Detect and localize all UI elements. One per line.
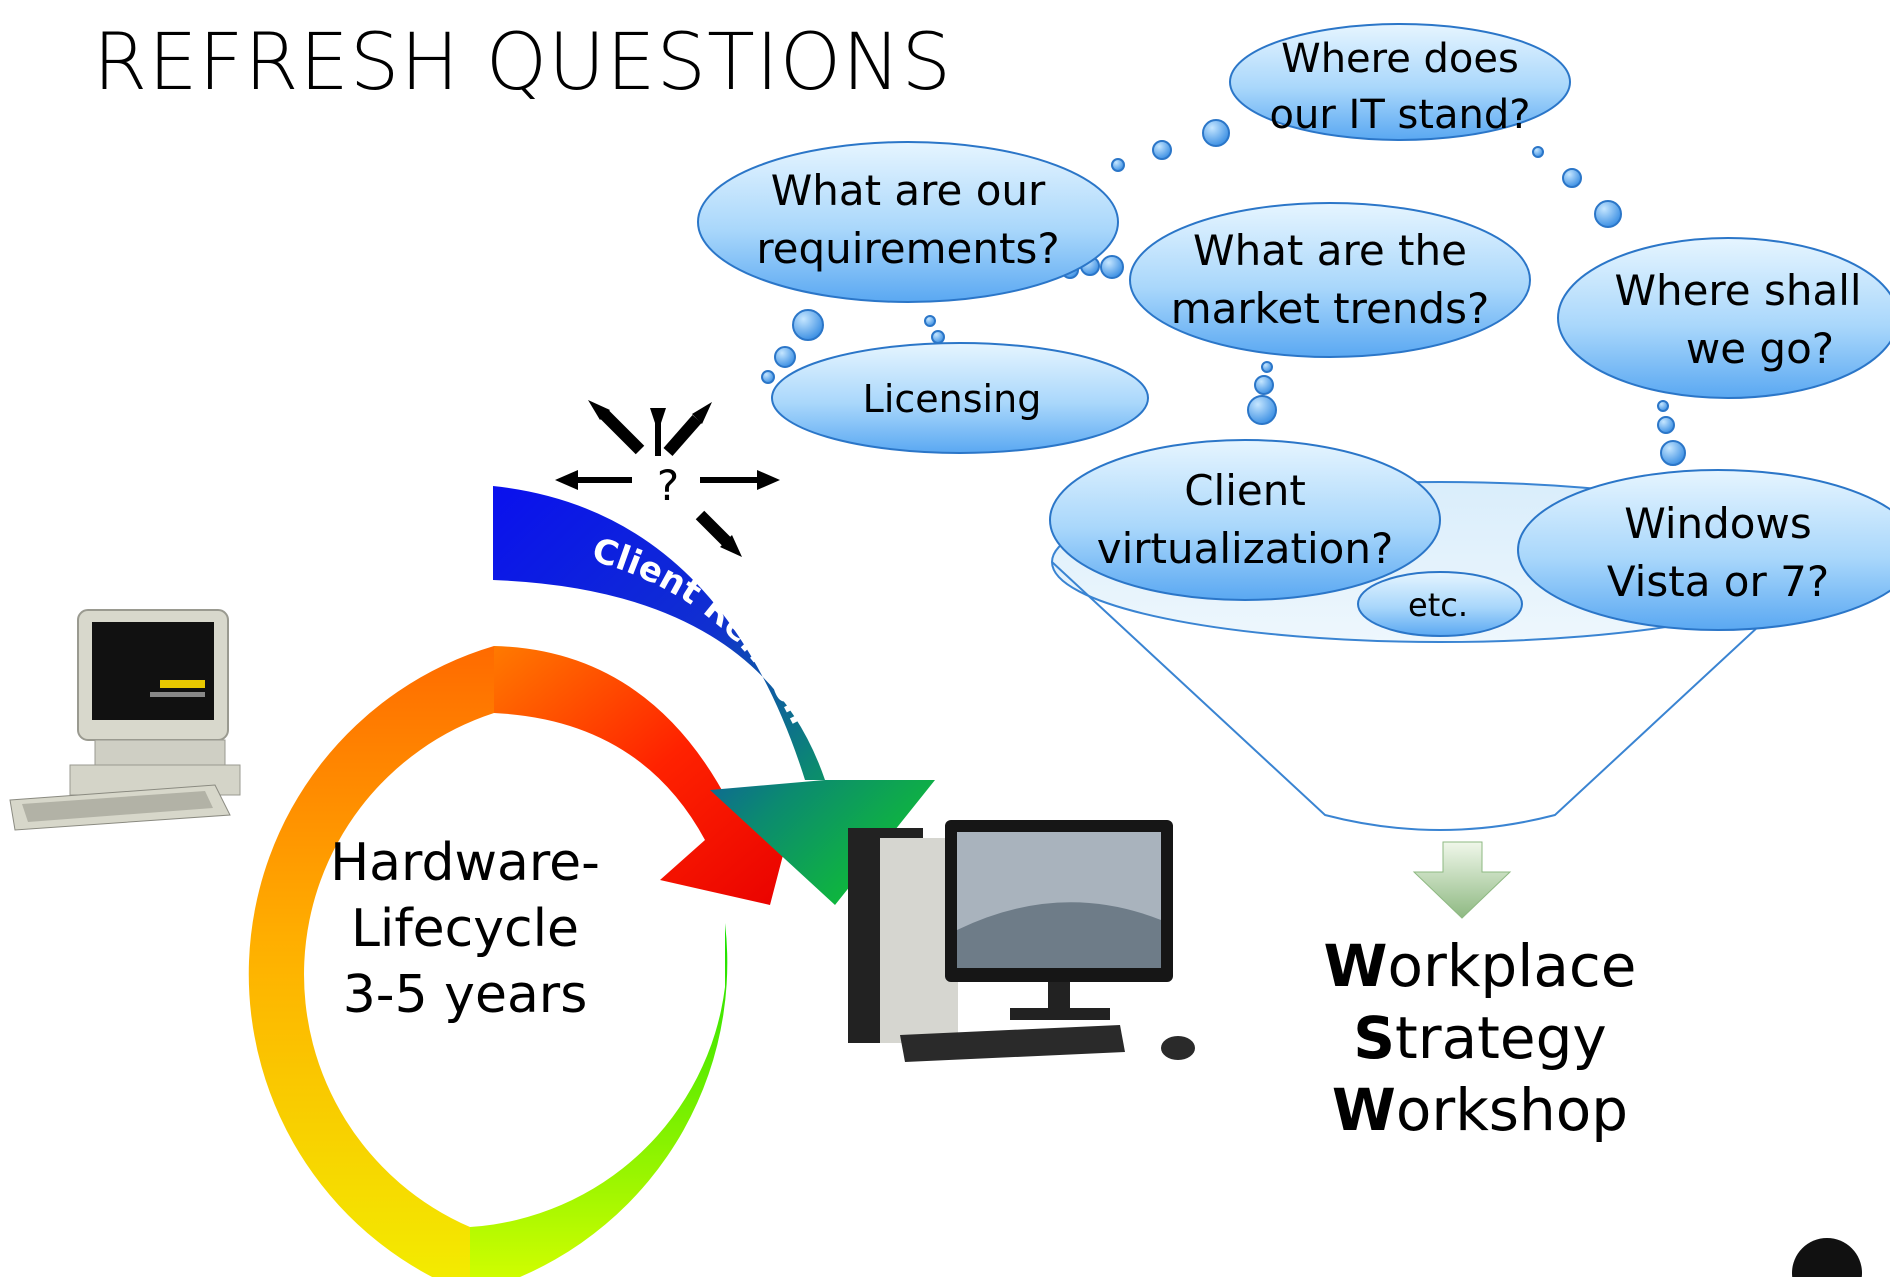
workshop-line1: Workplace [1323,932,1637,1000]
cloud-requirements: What are our requirements? [697,141,1119,303]
lifecycle-line2: Lifecycle [350,899,580,959]
workshop-line2: Strategy [1353,1004,1607,1072]
burst-arrows [555,400,780,557]
cloud-windows-line1: Windows [1624,499,1811,548]
cloud-where-go: Where shall we go? [1557,237,1890,399]
cloud-requirements-line2: requirements? [756,224,1059,273]
cloud-market-trends-line1: What are the [1193,226,1467,275]
cloud-licensing: Licensing [771,342,1149,454]
new-computer-image [848,820,1195,1062]
burst-question-mark: ? [657,461,679,510]
down-arrow-icon [1412,841,1512,919]
cloud-licensing-label: Licensing [863,377,1042,421]
burst-arrow-left [555,470,578,490]
cloud-where-it-stands: Where does our IT stand? [1229,23,1571,141]
cloud-virtualization-line1: Client [1184,466,1306,515]
cloud-windows-line2: Vista or 7? [1607,557,1829,606]
ring-right-segment [470,923,728,1277]
cloud-where-it-stands-line2: our IT stand? [1270,92,1531,138]
old-computer-image [9,609,241,831]
cloud-where-go-line1: Where shall [1614,266,1861,315]
lifecycle-line1: Hardware- [330,833,600,893]
cloud-windows: Windows Vista or 7? [1517,469,1890,631]
cloud-market-trends: What are the market trends? [1129,202,1531,358]
cloud-virtualization: Client virtualization? [1049,439,1441,601]
cloud-virtualization-line2: virtualization? [1097,524,1393,573]
lifecycle-ring [248,646,728,1277]
slide-title: REFRESH QUESTIONS [93,18,952,108]
cloud-market-trends-line2: market trends? [1171,284,1490,333]
lifecycle-label: Hardware- Lifecycle 3-5 years [290,830,640,1028]
workshop-line3: Workshop [1331,1076,1629,1144]
workshop-title: Workplace Strategy Workshop [1290,930,1670,1146]
lifecycle-line3: 3-5 years [342,965,588,1025]
cloud-where-it-stands-line1: Where does [1281,36,1519,82]
red-lifecycle-arrow [494,646,800,905]
burst-arrow-right [757,470,780,490]
client-refresh-arrow [493,486,935,905]
cloud-requirements-line1: What are our [771,166,1046,215]
ring-left-segment [248,646,494,1277]
cloud-where-go-line2: we go? [1686,324,1834,373]
cloud-etc-label: etc. [1408,586,1468,624]
thought-bubbles [761,119,1686,466]
cloud-etc: etc. [1357,571,1523,637]
